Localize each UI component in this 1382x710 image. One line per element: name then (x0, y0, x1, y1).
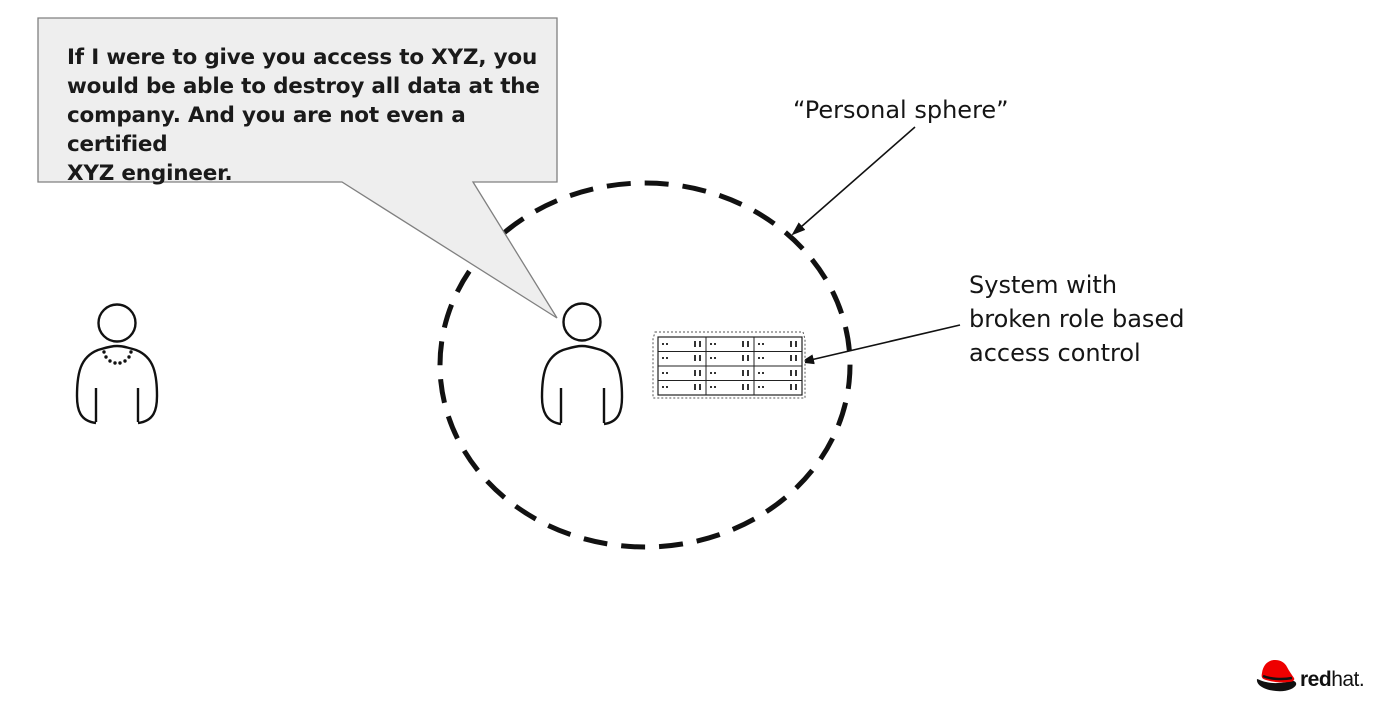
personal-sphere-circle (437, 180, 853, 550)
necklace-icon (102, 350, 133, 365)
speech-bubble-line: XYZ engineer. (67, 161, 233, 186)
redhat-hat-icon (1256, 660, 1297, 692)
person-left-icon (75, 303, 159, 425)
brand-word-regular: hat (1331, 668, 1359, 691)
sphere-pointer-arrow (791, 126, 916, 236)
speech-bubble-line: would be able to destroy all data at the (67, 74, 540, 99)
speech-bubble-line: If I were to give you access to XYZ, you (67, 45, 538, 70)
person-center-icon (540, 302, 624, 426)
speech-bubble-text: If I were to give you access to XYZ, you… (67, 43, 547, 188)
system-label: System with broken role based access con… (969, 268, 1269, 370)
personal-sphere-label: “Personal sphere” (793, 96, 1009, 124)
system-label-line: access control (969, 339, 1141, 367)
system-pointer-arrow (800, 324, 961, 365)
system-label-line: System with (969, 271, 1118, 299)
brand-word-bold: red (1300, 668, 1332, 691)
brand-word-suffix: . (1358, 668, 1365, 691)
server-rack-icon (652, 331, 806, 399)
brand-wordmark: redhat. (1300, 668, 1365, 692)
system-label-line: broken role based (969, 305, 1185, 333)
speech-bubble-shape (37, 17, 558, 319)
speech-bubble-line: company. And you are not even a certifie… (67, 103, 466, 157)
